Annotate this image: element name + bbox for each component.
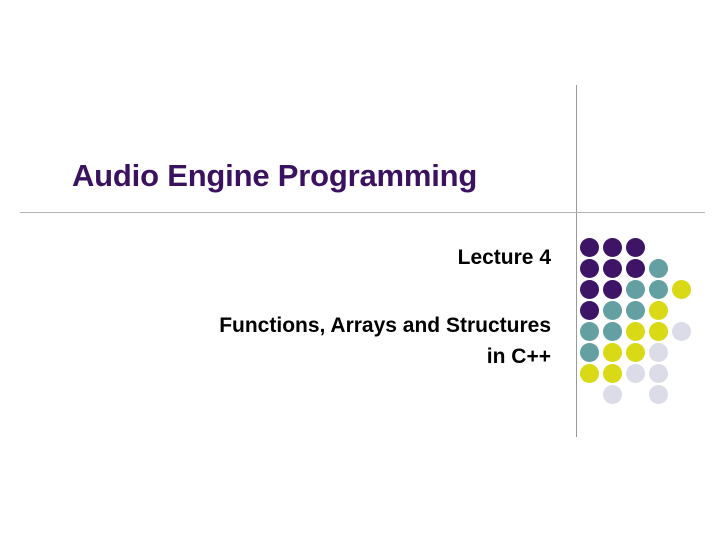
dot-purple	[580, 259, 599, 278]
dot-yellow	[672, 280, 691, 299]
dot-teal	[626, 280, 645, 299]
dot-lavender	[649, 343, 668, 362]
dot-teal	[626, 301, 645, 320]
dot-teal	[649, 259, 668, 278]
dot-purple	[603, 238, 622, 257]
dot-yellow	[603, 364, 622, 383]
dot-lavender	[603, 385, 622, 404]
dot-teal	[603, 322, 622, 341]
dot-teal	[603, 301, 622, 320]
lecture-number-line: Lecture 4	[457, 246, 551, 269]
dot-lavender	[649, 364, 668, 383]
dot-motif-decoration	[580, 238, 708, 408]
subtitle-line-2: in C++	[486, 345, 551, 368]
dot-teal	[580, 322, 599, 341]
horizontal-divider	[20, 212, 705, 213]
vertical-divider	[576, 85, 577, 437]
dot-yellow	[649, 301, 668, 320]
dot-yellow	[603, 343, 622, 362]
dot-purple	[580, 280, 599, 299]
dot-lavender	[626, 364, 645, 383]
dot-purple	[626, 238, 645, 257]
dot-lavender	[649, 385, 668, 404]
dot-purple	[626, 259, 645, 278]
slide-title: Audio Engine Programming	[72, 158, 478, 193]
slide-subtitle: Functions, Arrays and Structures in C++	[60, 310, 551, 373]
dot-yellow	[580, 364, 599, 383]
dot-lavender	[672, 322, 691, 341]
dot-yellow	[626, 343, 645, 362]
dot-purple	[603, 280, 622, 299]
slide-body: Lecture 4 Functions, Arrays and Structur…	[60, 242, 551, 373]
dot-teal	[649, 280, 668, 299]
dot-purple	[603, 259, 622, 278]
dot-teal	[580, 343, 599, 362]
dot-purple	[580, 238, 599, 257]
dot-yellow	[626, 322, 645, 341]
dot-purple	[580, 301, 599, 320]
dot-yellow	[649, 322, 668, 341]
subtitle-line-1: Functions, Arrays and Structures	[219, 313, 551, 337]
